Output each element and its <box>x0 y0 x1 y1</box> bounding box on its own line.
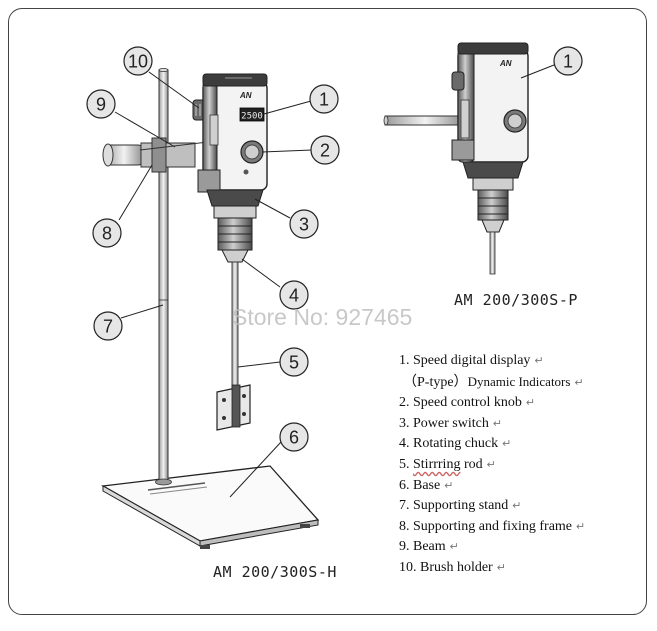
legend-item: 1. Speed digital display↵ <box>399 351 639 372</box>
legend-item: 9. Beam↵ <box>399 537 639 558</box>
svg-text:1: 1 <box>563 52 573 72</box>
callout-1-p-model: 1 <box>553 46 583 76</box>
svg-text:AN: AN <box>499 59 512 68</box>
legend-item: 7. Supporting stand↵ <box>399 496 639 517</box>
svg-text:3: 3 <box>299 215 309 235</box>
svg-text:8: 8 <box>102 224 112 244</box>
support-stand <box>155 68 172 486</box>
legend-item: 4. Rotating chuck↵ <box>399 434 639 455</box>
paragraph-mark-icon: ↵ <box>449 541 459 554</box>
legend-item-text: （P-type） <box>403 374 468 390</box>
legend-item: 5. Stirrring rod↵ <box>399 455 639 476</box>
rotating-chuck <box>217 217 253 263</box>
callout-8: 8 <box>92 218 122 248</box>
paragraph-mark-icon: ↵ <box>496 561 506 574</box>
svg-text:1: 1 <box>319 90 329 110</box>
model-label-h: AM 200/300S-H <box>213 563 337 581</box>
paragraph-mark-icon: ↵ <box>576 520 586 533</box>
legend-item: 3. Power switch↵ <box>399 414 639 435</box>
callout-5: 5 <box>279 347 309 377</box>
callout-3: 3 <box>289 209 319 239</box>
motor-head: AN 2500 <box>197 73 268 193</box>
legend-item-text: 3. Power switch <box>399 415 489 431</box>
callout-6: 6 <box>279 422 309 452</box>
paragraph-mark-icon: ↵ <box>534 355 544 367</box>
leader-lines <box>114 64 555 498</box>
legend-item-text: 8. Supporting and fixing frame <box>399 518 573 534</box>
legend-item-text: 1. Speed digital display <box>399 353 531 368</box>
legend-item-subtext: Dynamic Indicators <box>467 373 571 389</box>
legend-item-text: 9. Beam <box>399 539 446 555</box>
model-label-p: AM 200/300S-P <box>454 291 578 309</box>
svg-text:2: 2 <box>320 141 330 161</box>
callout-7: 7 <box>93 311 123 341</box>
callout-1: 1 <box>309 84 339 114</box>
legend-item-text-rest: rod <box>460 456 483 472</box>
p-model-head: AN <box>451 42 529 275</box>
callout-2: 2 <box>310 135 340 165</box>
store-watermark: Store No: 927465 <box>232 304 413 330</box>
p-model-arm <box>383 115 466 126</box>
paragraph-mark-icon: ↵ <box>444 479 454 492</box>
svg-text:10: 10 <box>128 52 148 72</box>
power-switch <box>206 189 264 219</box>
svg-text:7: 7 <box>103 317 113 337</box>
legend-item: （P-type）Dynamic Indicators↵ <box>399 372 639 394</box>
paragraph-mark-icon: ↵ <box>525 397 536 410</box>
paragraph-mark-icon: ↵ <box>492 417 503 430</box>
svg-text:6: 6 <box>289 428 299 448</box>
paragraph-mark-icon: ↵ <box>512 500 522 513</box>
svg-text:AN: AN <box>239 91 252 100</box>
callout-10: 10 <box>123 46 153 76</box>
legend-item-text: 4. Rotating chuck <box>399 436 499 452</box>
callout-9: 9 <box>86 89 116 119</box>
legend-item: 2. Speed control knob↵ <box>399 393 639 414</box>
legend-item-misspelled-word: Stirrring <box>413 456 461 472</box>
legend-item-text: 6. Base <box>399 477 441 493</box>
fixing-frame <box>102 137 209 173</box>
paragraph-mark-icon: ↵ <box>486 458 496 471</box>
legend-item-text: 10. Brush holder <box>399 559 493 575</box>
parts-legend: 1. Speed digital display↵（P-type）Dynamic… <box>399 351 639 579</box>
svg-text:9: 9 <box>96 95 106 115</box>
svg-text:5: 5 <box>289 353 299 373</box>
legend-item-text: 5. <box>399 456 413 472</box>
callout-4: 4 <box>279 280 309 310</box>
legend-item-text: 2. Speed control knob <box>399 395 522 411</box>
legend-item-text: 7. Supporting stand <box>399 498 509 514</box>
legend-item: 10. Brush holder↵ <box>399 558 639 579</box>
legend-item: 6. Base↵ <box>399 476 639 497</box>
base-plate <box>100 465 320 549</box>
paragraph-mark-icon: ↵ <box>502 438 512 451</box>
diagram-frame <box>8 8 647 615</box>
svg-text:4: 4 <box>289 286 299 306</box>
speed-display-reading: 2500 <box>241 112 263 122</box>
stirring-rod <box>216 261 251 431</box>
paragraph-mark-icon: ↵ <box>574 376 584 389</box>
legend-item: 8. Supporting and fixing frame↵ <box>399 517 639 538</box>
